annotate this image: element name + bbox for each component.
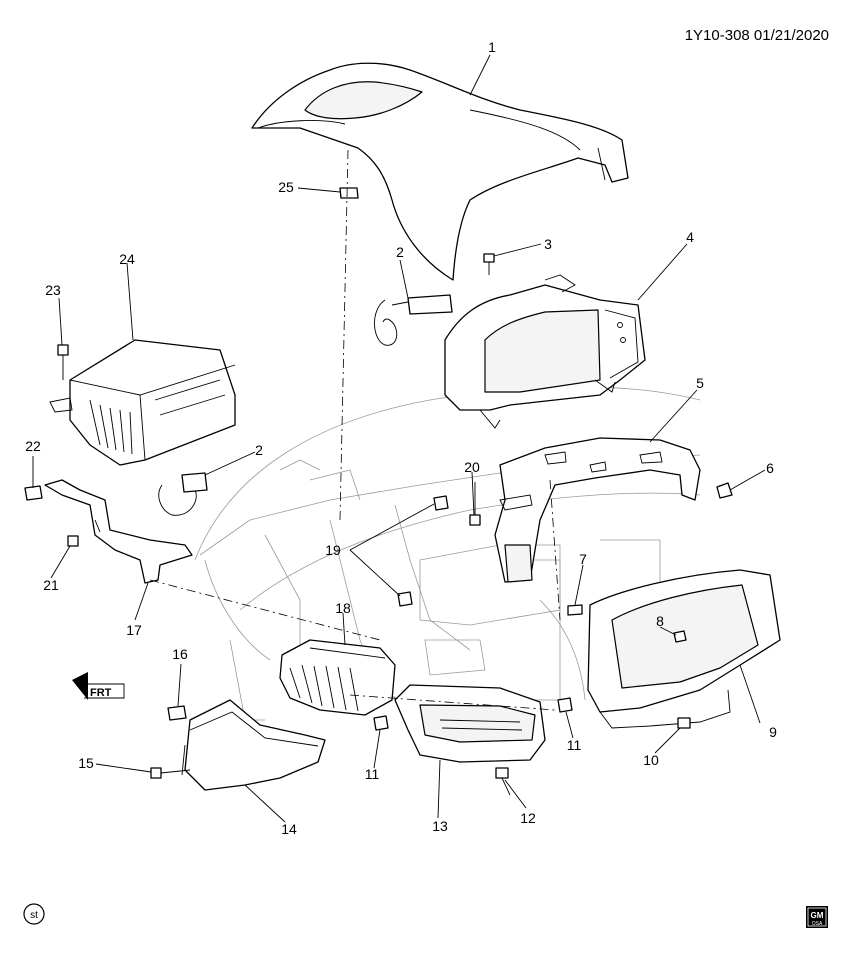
part-8-fastener [673, 630, 687, 643]
part-2-harness-upper [374, 294, 453, 346]
part-2-harness-lower [158, 472, 208, 516]
part-18-switch-assembly [279, 639, 396, 716]
callout-5: 5 [696, 375, 704, 391]
gm-logo-text: GM [811, 911, 824, 920]
callout-13: 13 [432, 818, 448, 834]
part-19-clips [397, 495, 449, 607]
front-arrow-label: FRT [90, 687, 112, 699]
part-9-bezel [587, 569, 781, 729]
document-id: 1Y10-308 01/21/2020 [685, 27, 829, 44]
callout-17: 17 [126, 622, 142, 638]
part-11-nut-right [557, 697, 573, 713]
part-4-instrument-cluster [444, 274, 646, 429]
callout-8: 8 [656, 613, 664, 629]
callout-16: 16 [172, 646, 188, 662]
part-1-cluster-trim-cover [251, 62, 629, 281]
callout-14: 14 [281, 821, 297, 837]
part-10-screw [677, 717, 691, 729]
st-badge-label: st [30, 910, 38, 921]
callout-labels: 1 2 2 3 4 5 6 7 8 9 10 11 11 12 13 14 15… [25, 39, 777, 837]
callout-22: 22 [25, 438, 41, 454]
part-15-bolt [150, 767, 191, 779]
callout-24: 24 [119, 251, 135, 267]
part-7-clip [567, 604, 583, 616]
leader-lines [32, 54, 766, 823]
assembly-line-9 [549, 479, 561, 621]
callout-3: 3 [544, 236, 552, 252]
front-direction-arrow: FRT [72, 672, 125, 700]
part-11-nut-center [373, 715, 389, 731]
callout-11-center: 11 [365, 766, 380, 782]
part-23-bolt [57, 344, 69, 380]
part-13-lower-trim [394, 684, 546, 763]
callout-18: 18 [335, 600, 351, 616]
gm-logo: GM OSA [806, 906, 828, 928]
callout-11-right: 11 [567, 737, 582, 753]
part-21-bolt [67, 535, 79, 547]
gm-logo-subtext: OSA [812, 921, 823, 927]
part-3-screw [483, 253, 495, 275]
assembly-line-25 [339, 149, 349, 521]
callout-2-upper: 2 [396, 244, 404, 260]
part-17-bracket [44, 479, 193, 584]
st-badge: st [23, 903, 45, 925]
callout-20: 20 [464, 459, 480, 475]
part-20-screw [469, 482, 481, 526]
part-6-clip [716, 482, 733, 499]
part-25-clip [339, 187, 359, 199]
callout-9: 9 [769, 724, 777, 740]
part-16-clip [167, 705, 187, 721]
assembly-line-18 [349, 694, 556, 711]
callout-23: 23 [45, 282, 61, 298]
part-12-screw [495, 767, 511, 796]
callout-19: 19 [325, 542, 341, 558]
callout-6: 6 [766, 460, 774, 476]
callout-15: 15 [78, 755, 94, 771]
callout-2-lower: 2 [255, 442, 263, 458]
callout-25: 25 [278, 179, 294, 195]
part-24-module [49, 339, 236, 466]
part-5-bezel-bracket [494, 437, 701, 583]
callout-10: 10 [643, 752, 659, 768]
callout-4: 4 [686, 229, 694, 245]
callout-7: 7 [579, 551, 587, 567]
callout-1: 1 [488, 39, 496, 55]
assembly-line-17 [149, 579, 381, 641]
callout-21: 21 [43, 577, 59, 593]
part-14-knee-trim [181, 699, 326, 791]
part-22-clip [24, 485, 43, 501]
callout-12: 12 [520, 810, 536, 826]
